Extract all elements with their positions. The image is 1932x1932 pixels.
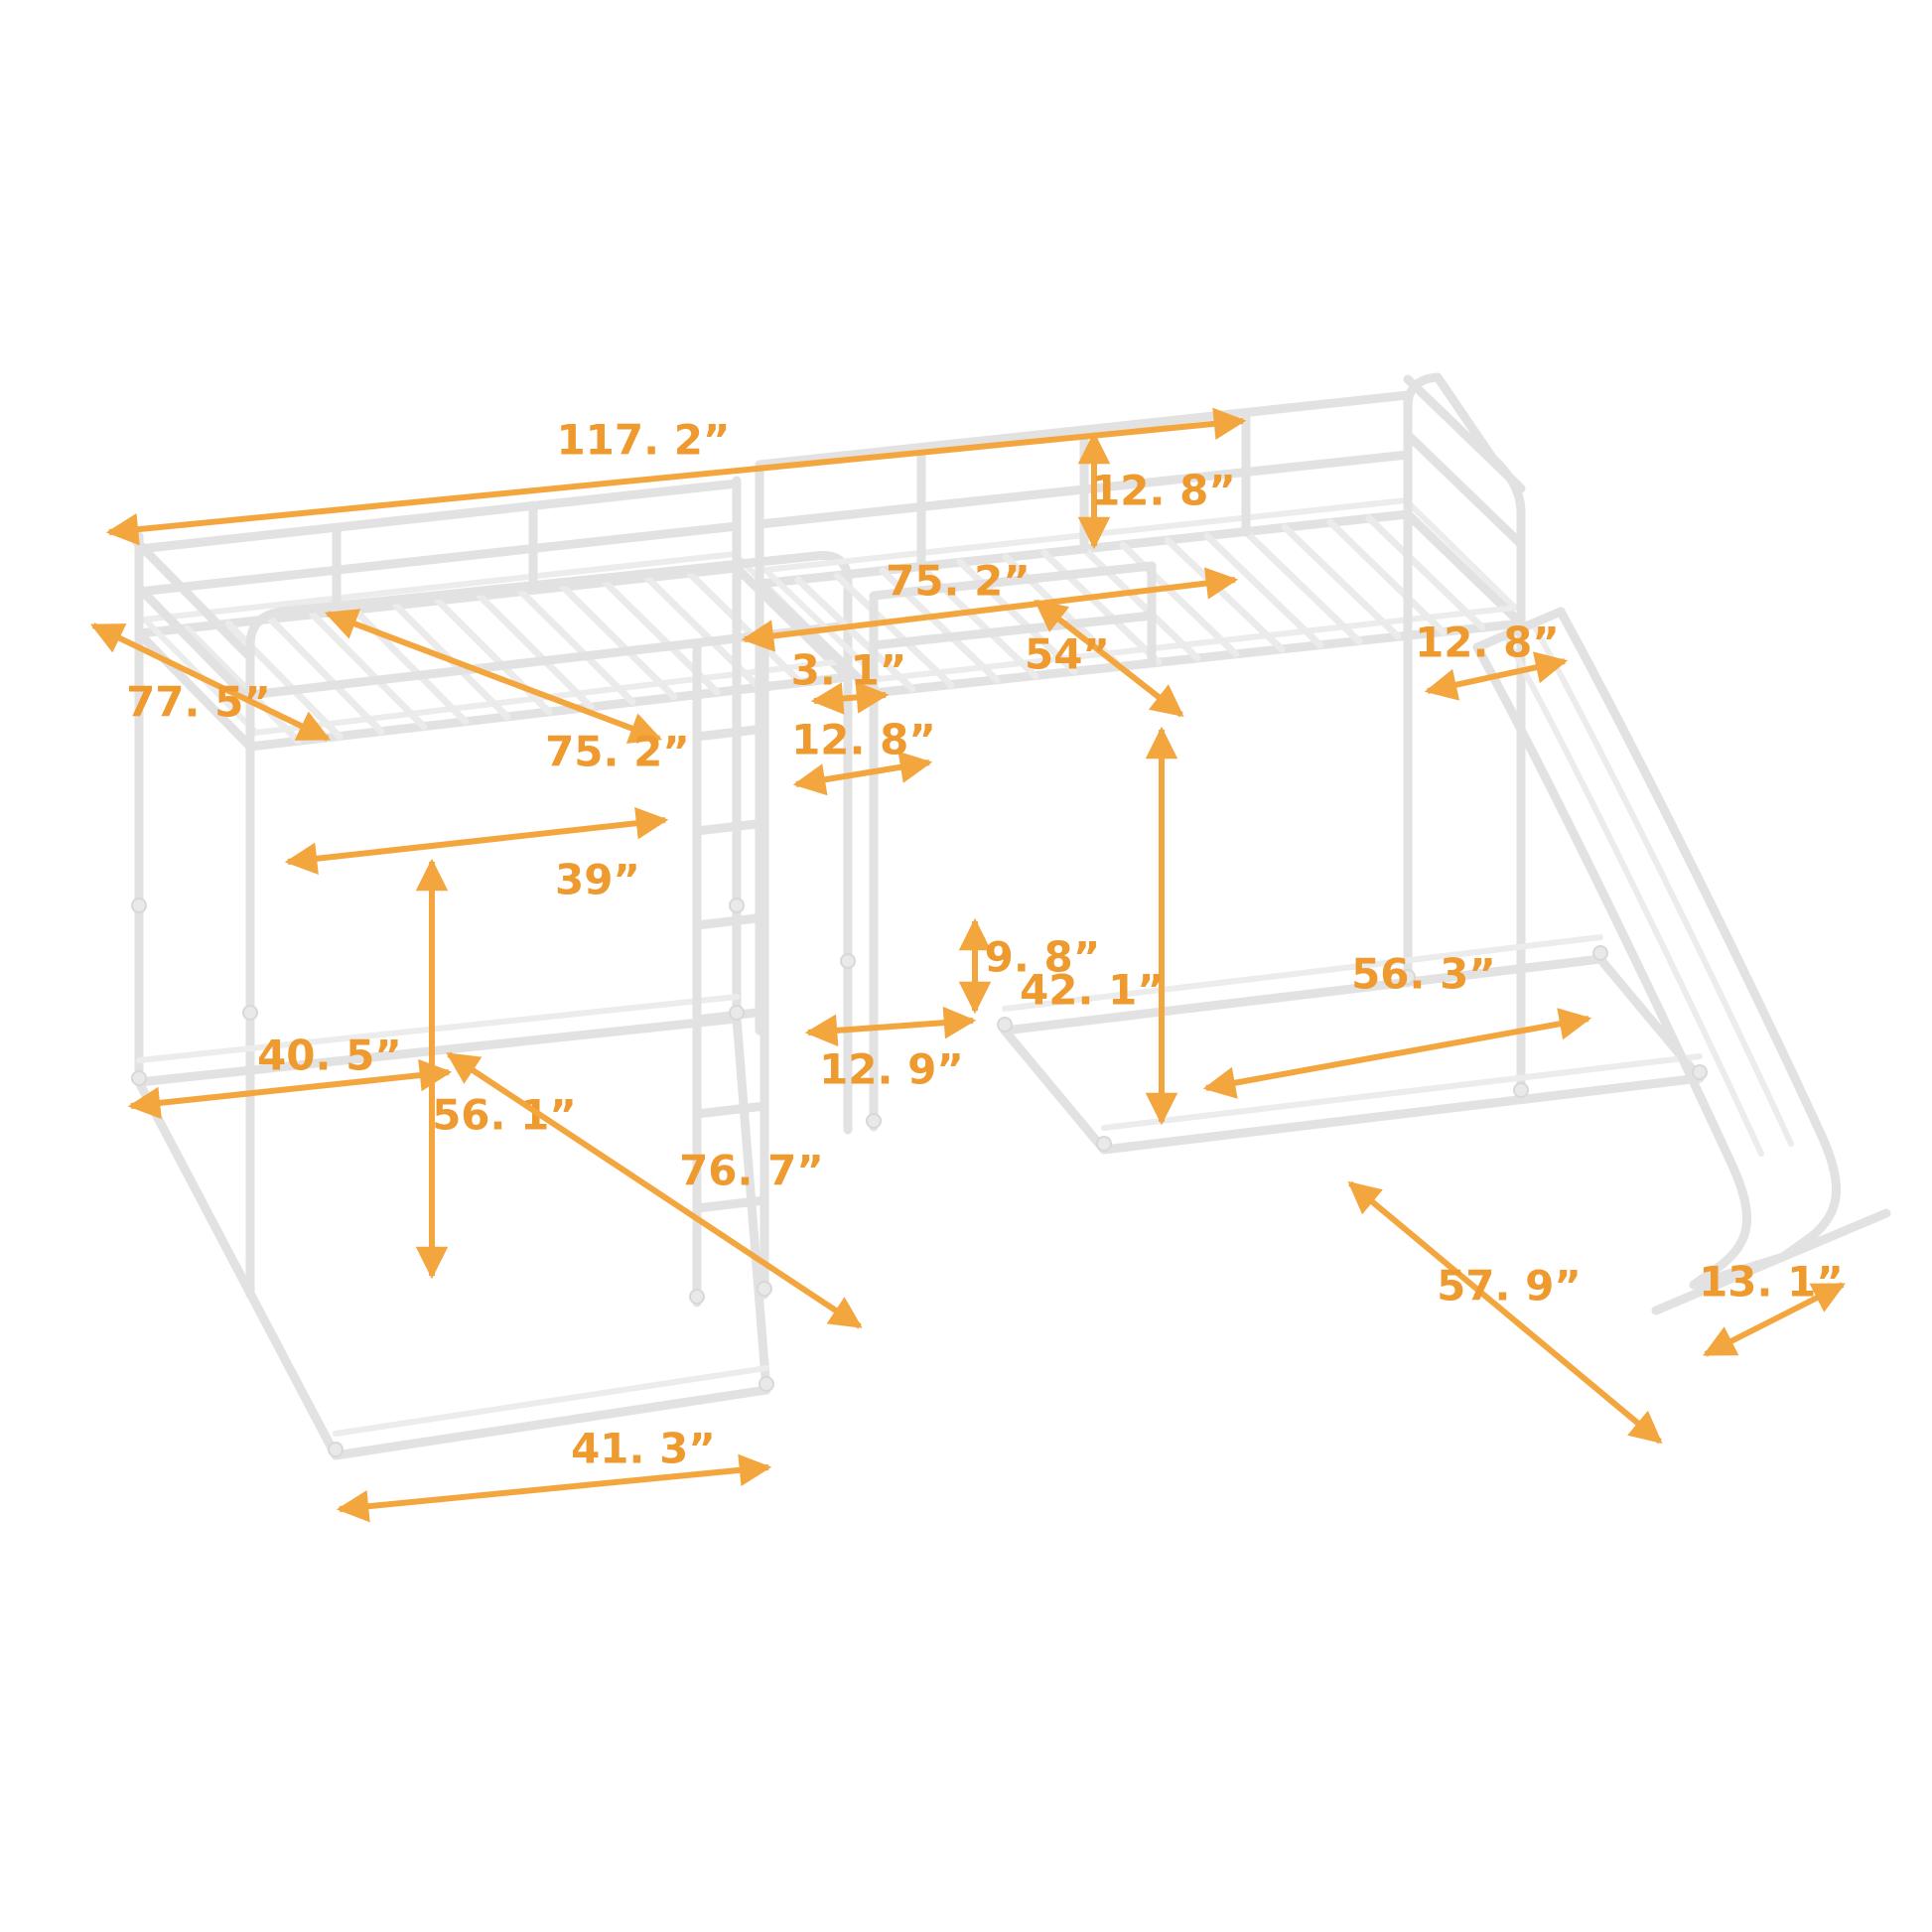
dim-arrow-ladder-width bbox=[804, 1006, 977, 1047]
dim-arrow-lower-right-bed-width bbox=[1202, 1008, 1592, 1099]
dim-label-overall-width: 117. 2” bbox=[556, 416, 730, 465]
slide bbox=[1472, 607, 1891, 1315]
dim-label-lower-right-bed-width: 56. 3” bbox=[1351, 950, 1496, 999]
dim-label-center-rail-width: 12. 8” bbox=[791, 716, 936, 764]
dim-arrow-slide-top-width bbox=[1424, 651, 1569, 701]
dim-label-lower-left-bed-length: 76. 7” bbox=[679, 1147, 824, 1195]
dim-label-left-upper-bed-length: 75. 2” bbox=[545, 728, 690, 776]
dim-label-right-upper-bed-length: 75. 2” bbox=[886, 557, 1031, 606]
dim-label-right-upper-bed-width: 54” bbox=[1025, 630, 1110, 679]
bed-illustration bbox=[131, 372, 1891, 1460]
dim-arrow-left-upper-bed-length bbox=[324, 609, 663, 744]
dim-arrow-left-bed-depth bbox=[90, 622, 331, 742]
dim-label-slide-end-width: 13. 1” bbox=[1699, 1258, 1844, 1307]
dim-label-left-bed-depth: 77. 5” bbox=[126, 678, 271, 727]
dim-arrow-center-rail-width bbox=[792, 751, 933, 796]
dim-label-slide-top-width: 12. 8” bbox=[1415, 619, 1560, 667]
dim-arrow-lower-left-bed-length bbox=[446, 1051, 863, 1329]
dim-label-upper-guardrail-height: 12. 8” bbox=[1091, 467, 1236, 515]
center-ladder bbox=[692, 630, 769, 1308]
dim-label-under-bed-clearance: 42. 1” bbox=[1020, 966, 1165, 1015]
dim-label-ladder-rung-spacing: 9. 8” bbox=[985, 933, 1101, 982]
dim-arrow-left-upper-bed-width bbox=[284, 807, 669, 875]
dim-label-slide-length: 57. 9” bbox=[1437, 1262, 1582, 1311]
dim-arrow-center-gap bbox=[810, 681, 890, 715]
dim-arrow-slide-end-width bbox=[1703, 1282, 1846, 1357]
dim-arrow-right-upper-bed-width bbox=[1034, 599, 1184, 718]
dim-label-ladder-width: 12. 9” bbox=[819, 1045, 964, 1094]
dim-label-lower-left-front-width: 41. 3” bbox=[571, 1425, 716, 1473]
dim-arrow-right-upper-bed-length bbox=[741, 567, 1239, 652]
dim-arrow-slide-length bbox=[1347, 1180, 1663, 1445]
dimension-annotations: 117. 2” 12. 8” 75. 2” 54” 12. 8” 77. 5” … bbox=[90, 407, 1846, 1523]
dim-arrow-overall-width bbox=[105, 407, 1247, 546]
dim-label-lower-left-clearance: 56. 1” bbox=[432, 1091, 577, 1140]
dim-label-center-gap: 3. 1” bbox=[791, 646, 907, 695]
dim-label-lower-left-bed-width: 40. 5” bbox=[257, 1032, 402, 1080]
dim-label-left-upper-bed-width: 39” bbox=[555, 856, 640, 904]
dim-arrow-lower-left-front-width bbox=[336, 1453, 772, 1523]
dim-arrow-lower-left-bed-width bbox=[127, 1058, 453, 1120]
lower-left-bed-frame bbox=[134, 994, 771, 1460]
